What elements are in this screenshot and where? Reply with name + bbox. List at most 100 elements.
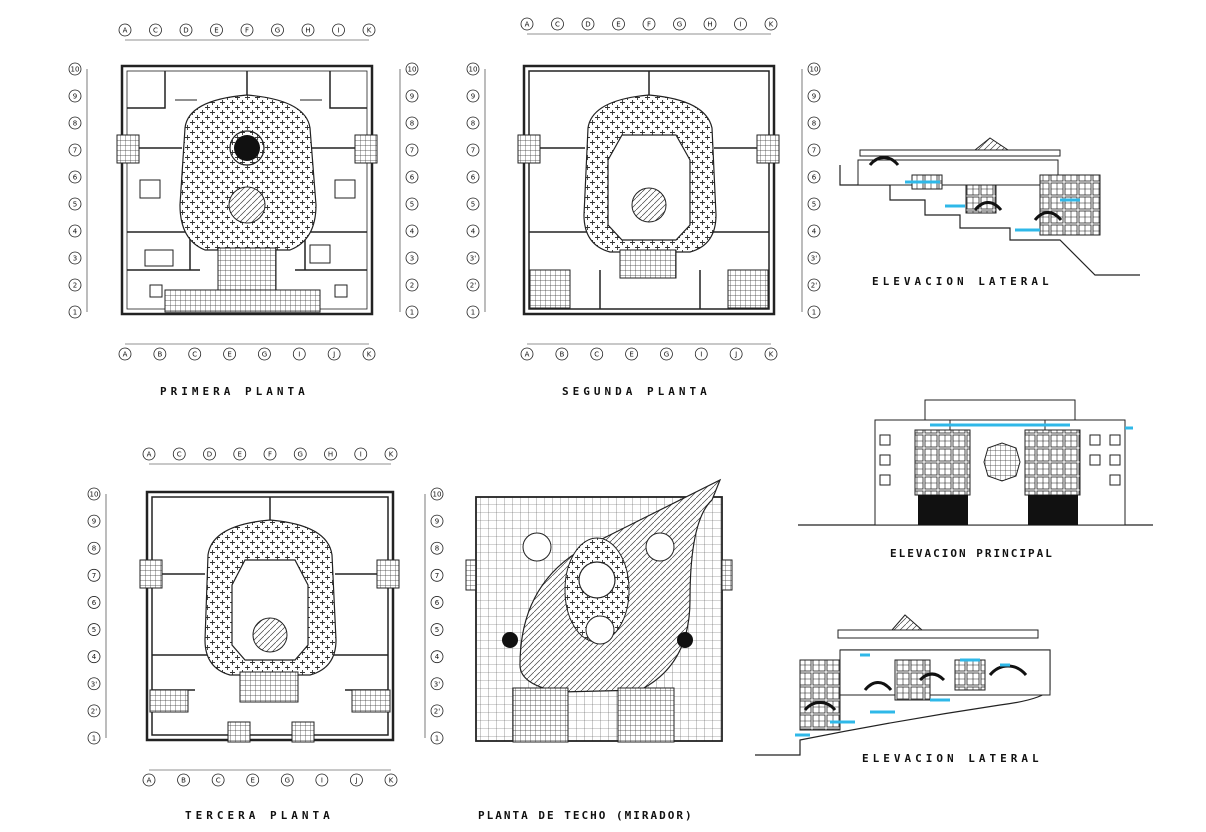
grid-row-9-label: 9 xyxy=(471,93,475,101)
room-partitions xyxy=(528,70,770,310)
grid-col-e-bubble xyxy=(612,17,625,31)
stair-left xyxy=(139,559,163,589)
service-left xyxy=(149,689,189,713)
grid-col-i-bubble xyxy=(332,23,345,37)
stair-bottom-right xyxy=(291,721,315,743)
grid-row-10-bubble xyxy=(430,487,444,501)
grid-col-h-label: H xyxy=(707,21,712,29)
grid-col-g-bubble xyxy=(293,447,307,461)
roof-side-left xyxy=(465,559,477,591)
grid-row-8-label: 8 xyxy=(435,545,439,553)
grid-col-e-label: E xyxy=(629,351,633,359)
grid-row-3p-label: 3' xyxy=(811,255,817,263)
grid-row-1-label: 1 xyxy=(92,735,96,743)
stair-right xyxy=(376,559,400,589)
grid-col-j-label: J xyxy=(332,351,335,359)
central-atrium xyxy=(179,94,317,251)
elevation-lateral-1 xyxy=(839,137,1140,276)
void-mesh xyxy=(239,671,299,703)
grid-row-10-label: 10 xyxy=(90,491,99,499)
grid-col-c-label: C xyxy=(192,351,197,359)
parapet xyxy=(924,399,1076,421)
grid-col-i-label: I xyxy=(321,777,323,785)
stair-right xyxy=(354,134,378,164)
grid-row-9-bubble xyxy=(807,89,821,103)
grid-row-2p-bubble xyxy=(807,278,821,292)
grid-col-a-bubble xyxy=(142,773,156,787)
grid-row-1-bubble xyxy=(87,731,101,745)
title-elevacion-lateral-1: ELEVACION LATERAL xyxy=(872,275,1053,288)
grid-row-8-bubble xyxy=(405,116,419,130)
grid-col-g-bubble xyxy=(673,17,686,31)
grid-row-3p-label: 3' xyxy=(91,680,97,688)
grid-row-6-bubble xyxy=(87,596,101,609)
grid-row-2p-label: 2' xyxy=(91,707,97,715)
grid-col-a-label: A xyxy=(123,27,128,35)
grid-col-b-bubble xyxy=(177,773,190,787)
grid-row-10-label: 10 xyxy=(469,66,478,74)
grid-col-i-bubble xyxy=(292,347,306,361)
cyan-marks xyxy=(905,180,1080,232)
grid-col-i-label: I xyxy=(360,451,362,459)
grid-row-5-bubble xyxy=(87,623,101,636)
grid-row-4-bubble xyxy=(807,224,821,238)
title-elevacion-lateral-2: ELEVACION LATERAL xyxy=(862,752,1043,765)
grid-row-1-bubble xyxy=(405,305,419,319)
grid-row-7-bubble xyxy=(405,143,419,157)
grid-row-6-label: 6 xyxy=(435,599,440,607)
grid-col-k-bubble xyxy=(362,347,376,361)
grid-row-6-bubble xyxy=(807,170,821,184)
grid-col-g-label: G xyxy=(298,451,303,459)
grid-row-10-bubble xyxy=(466,62,480,76)
grid-row-9-label: 9 xyxy=(435,518,439,526)
grid-row-2p-label: 2' xyxy=(434,707,440,715)
grid-col-j-label: J xyxy=(354,777,357,785)
grid-col-k-label: K xyxy=(389,451,394,459)
grid-col-c-bubble xyxy=(149,23,162,37)
grid-row-7-bubble xyxy=(466,143,480,157)
grid-col-h-bubble xyxy=(301,23,315,37)
grid-row-2-bubble xyxy=(405,278,419,292)
grid-col-e-bubble xyxy=(233,447,247,461)
grid-col-d-bubble xyxy=(581,17,595,31)
outer-wall xyxy=(522,64,776,316)
grid-row-2-bubble xyxy=(68,278,82,292)
fountain-ring xyxy=(229,130,265,166)
grid-row-6-bubble xyxy=(430,596,444,609)
grid-col-c-label: C xyxy=(594,351,599,359)
grid-col-i-bubble xyxy=(734,17,747,31)
grid-row-5-bubble xyxy=(430,623,444,636)
entrance-lobby xyxy=(164,289,321,313)
grid-col-c-label: C xyxy=(555,21,560,29)
grid-row-3p-label: 3' xyxy=(434,680,440,688)
grid-col-f-bubble xyxy=(240,23,254,37)
grid-row-9-bubble xyxy=(87,514,101,528)
grid-row-3p-bubble xyxy=(807,251,821,265)
grid-row-5-label: 5 xyxy=(410,201,414,209)
grid-row-1-bubble xyxy=(430,731,444,745)
grid-row-8-label: 8 xyxy=(92,545,96,553)
grid-row-2-label: 2 xyxy=(410,282,414,290)
grid-row-8-label: 8 xyxy=(812,120,816,128)
fountain xyxy=(234,135,260,161)
grid-row-7-bubble xyxy=(430,568,444,582)
glazing-3 xyxy=(954,659,986,691)
title-planta-techo: PLANTA DE TECHO (MIRADOR) xyxy=(478,809,694,822)
title-primera-planta: PRIMERA PLANTA xyxy=(160,385,309,398)
grid-row-7-label: 7 xyxy=(812,147,816,155)
grid-col-k-label: K xyxy=(367,351,372,359)
grid-row-3-label: 3 xyxy=(410,255,414,263)
grid-row-8-bubble xyxy=(430,541,444,555)
grid-row-10-bubble xyxy=(807,62,821,76)
grid-row-3p-label: 3' xyxy=(470,255,476,263)
grid-row-6-bubble xyxy=(405,170,419,184)
grid-col-i-label: I xyxy=(337,27,339,35)
small-windows xyxy=(879,434,1121,486)
grid-row-6-bubble xyxy=(68,170,82,184)
spiral-stair xyxy=(631,187,667,223)
